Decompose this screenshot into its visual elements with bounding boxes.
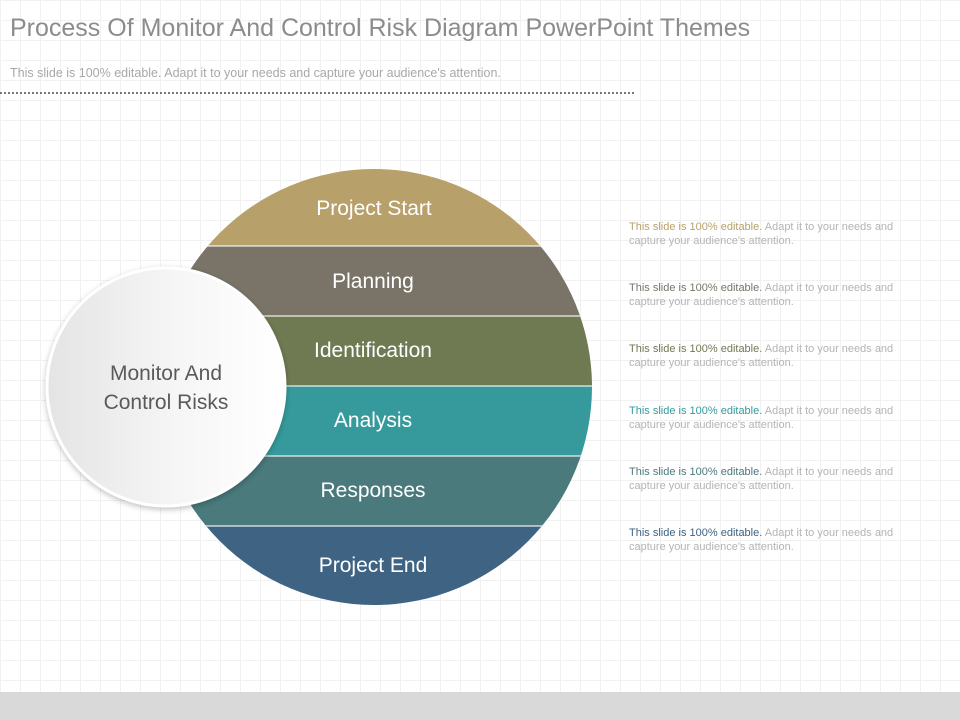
page-title: Process Of Monitor And Control Risk Diag… xyxy=(10,14,751,42)
band-label-analysis: Analysis xyxy=(334,409,412,432)
note-1: This slide is 100% editable. Adapt it to… xyxy=(629,220,929,248)
note-text: Adapt it to your needs and capture your … xyxy=(629,466,894,492)
note-3: This slide is 100% editable. Adapt it to… xyxy=(629,342,929,370)
note-highlight: This slide is 100% editable. xyxy=(629,527,763,539)
note-5: This slide is 100% editable. Adapt it to… xyxy=(629,465,929,493)
band-label-planning: Planning xyxy=(332,270,414,293)
band-label-project-end: Project End xyxy=(319,554,428,577)
footer-bar xyxy=(0,692,960,720)
note-highlight: This slide is 100% editable. xyxy=(629,405,763,417)
note-highlight: This slide is 100% editable. xyxy=(629,221,763,233)
band-label-project-start: Project Start xyxy=(316,197,432,220)
band-label-responses: Responses xyxy=(320,479,425,502)
note-text: Adapt it to your needs and capture your … xyxy=(629,221,894,247)
header-divider xyxy=(0,92,634,94)
center-circle[interactable] xyxy=(45,266,287,508)
note-highlight: This slide is 100% editable. xyxy=(629,466,763,478)
note-highlight: This slide is 100% editable. xyxy=(629,282,763,294)
note-text: Adapt it to your needs and capture your … xyxy=(629,282,894,308)
note-text: Adapt it to your needs and capture your … xyxy=(629,405,894,431)
band-label-identification: Identification xyxy=(314,339,432,362)
note-4: This slide is 100% editable. Adapt it to… xyxy=(629,404,929,432)
center-label-line2: Control Risks xyxy=(104,391,229,414)
note-text: Adapt it to your needs and capture your … xyxy=(629,527,894,553)
note-text: Adapt it to your needs and capture your … xyxy=(629,343,894,369)
note-2: This slide is 100% editable. Adapt it to… xyxy=(629,281,929,309)
center-label-line1: Monitor And xyxy=(110,362,222,385)
page-subtitle: This slide is 100% editable. Adapt it to… xyxy=(10,66,501,80)
note-highlight: This slide is 100% editable. xyxy=(629,343,763,355)
note-6: This slide is 100% editable. Adapt it to… xyxy=(629,526,929,554)
